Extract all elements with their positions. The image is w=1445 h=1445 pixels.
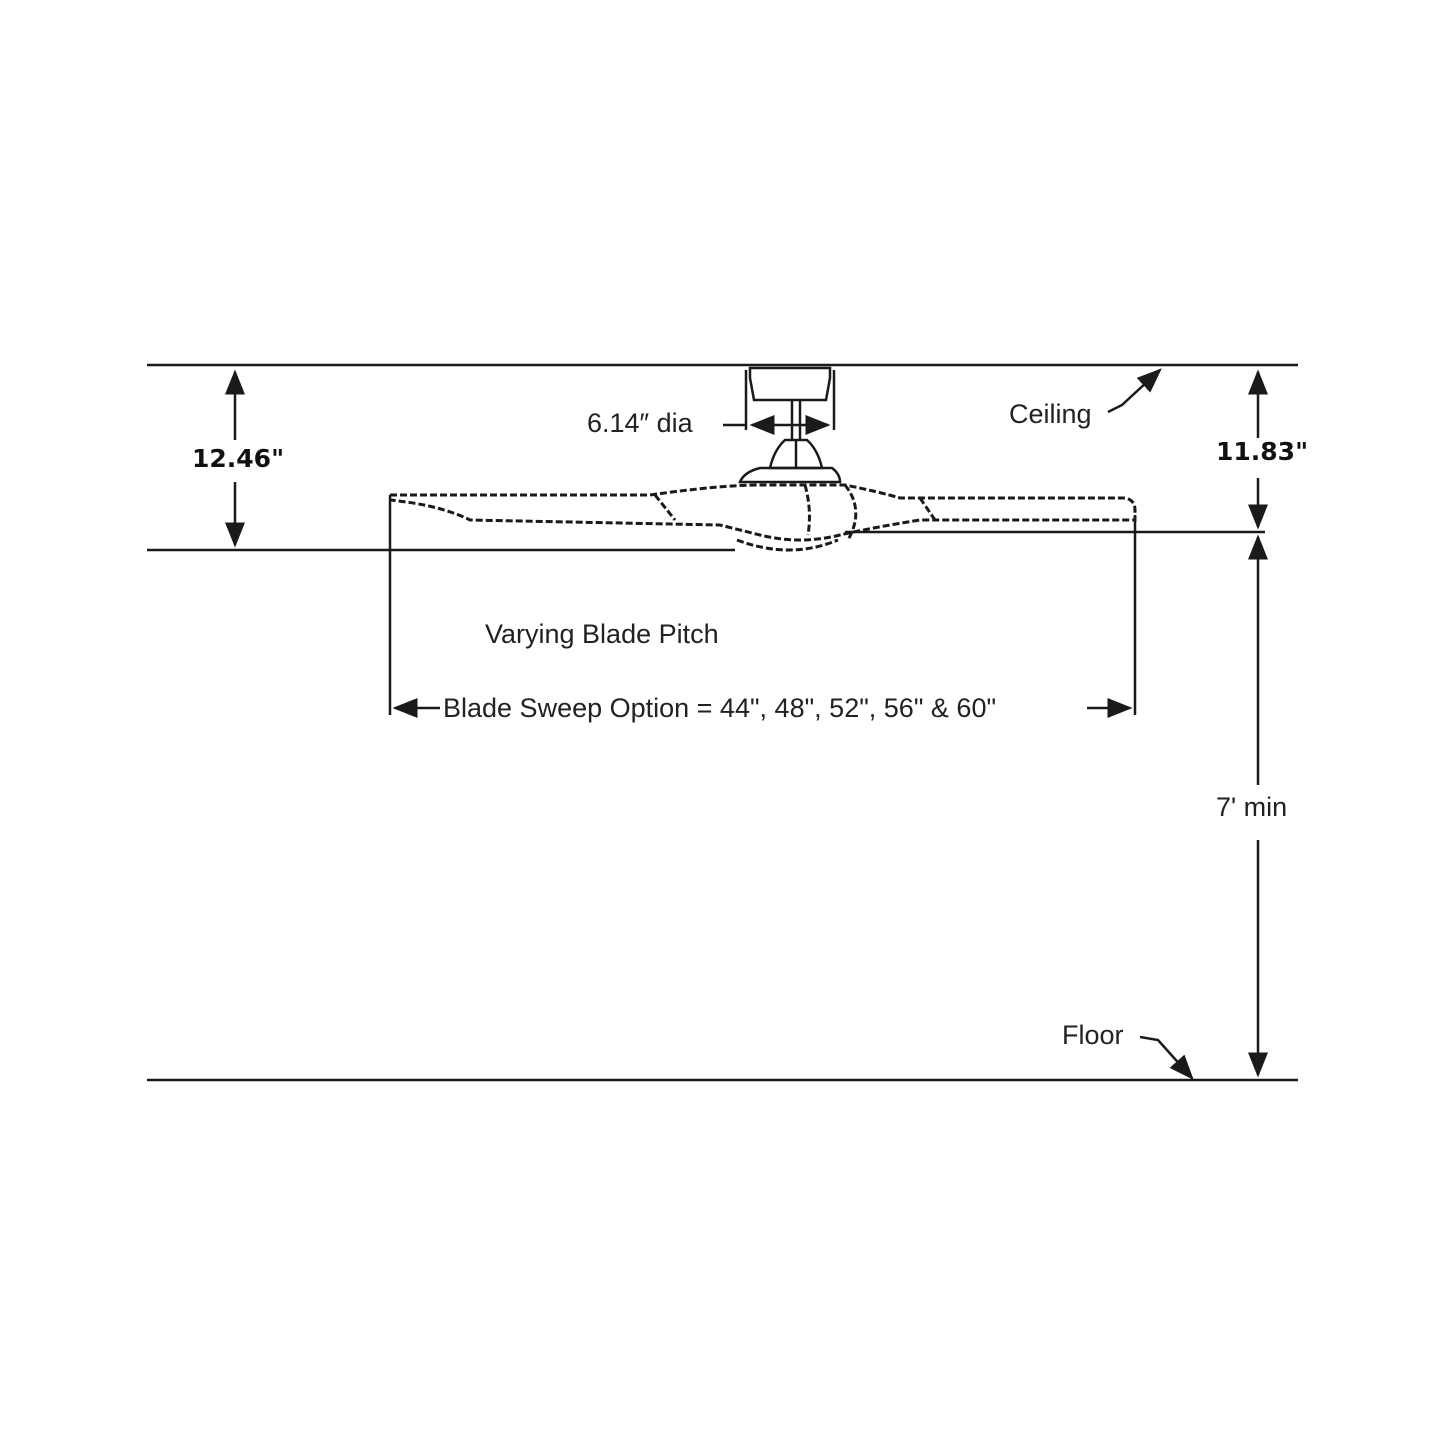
height-right-label: 11.83" bbox=[1216, 437, 1308, 466]
height-left-label: 12.46" bbox=[192, 444, 284, 473]
blade-sweep-label: Blade Sweep Option = 44", 48", 52", 56" … bbox=[443, 693, 996, 723]
min-clearance-label: 7' min bbox=[1216, 792, 1287, 822]
fan-blades bbox=[389, 483, 1137, 552]
blade-pitch-label: Varying Blade Pitch bbox=[485, 619, 719, 649]
ceiling-label: Ceiling bbox=[1009, 399, 1092, 429]
fan-canopy bbox=[723, 366, 836, 440]
floor-label: Floor bbox=[1062, 1020, 1124, 1050]
floor-leader bbox=[1139, 1035, 1194, 1080]
canopy-diameter-label: 6.14″ dia bbox=[587, 408, 694, 438]
fan-motor bbox=[738, 438, 842, 484]
ceiling-leader bbox=[1107, 368, 1162, 414]
